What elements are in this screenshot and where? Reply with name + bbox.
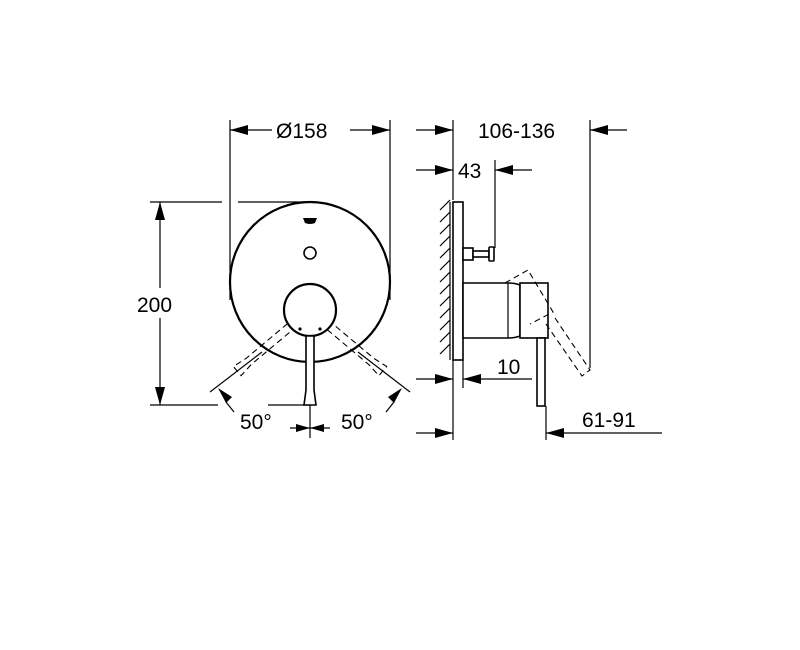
side-plate [452, 201, 464, 361]
wall-hatching [439, 199, 451, 355]
front-view [150, 120, 411, 438]
height-label: 200 [137, 294, 172, 317]
depth-range-label: 106-136 [478, 120, 555, 143]
side-view [416, 120, 662, 440]
wall-to-lever-label: 61-91 [582, 409, 636, 432]
side-lever [536, 337, 546, 407]
lever [303, 335, 317, 406]
cartridge-body [462, 282, 521, 339]
angle-right-label: 50° [341, 411, 373, 434]
handle-body [519, 282, 549, 339]
plate-offset-label: 10 [497, 356, 520, 379]
diverter-hole [303, 246, 317, 260]
knob-depth-label: 43 [458, 160, 481, 183]
angle-left-label: 50° [240, 411, 272, 434]
diameter-label: Ø158 [276, 120, 327, 143]
logo-mark [303, 218, 317, 224]
handle-hub [282, 282, 338, 338]
